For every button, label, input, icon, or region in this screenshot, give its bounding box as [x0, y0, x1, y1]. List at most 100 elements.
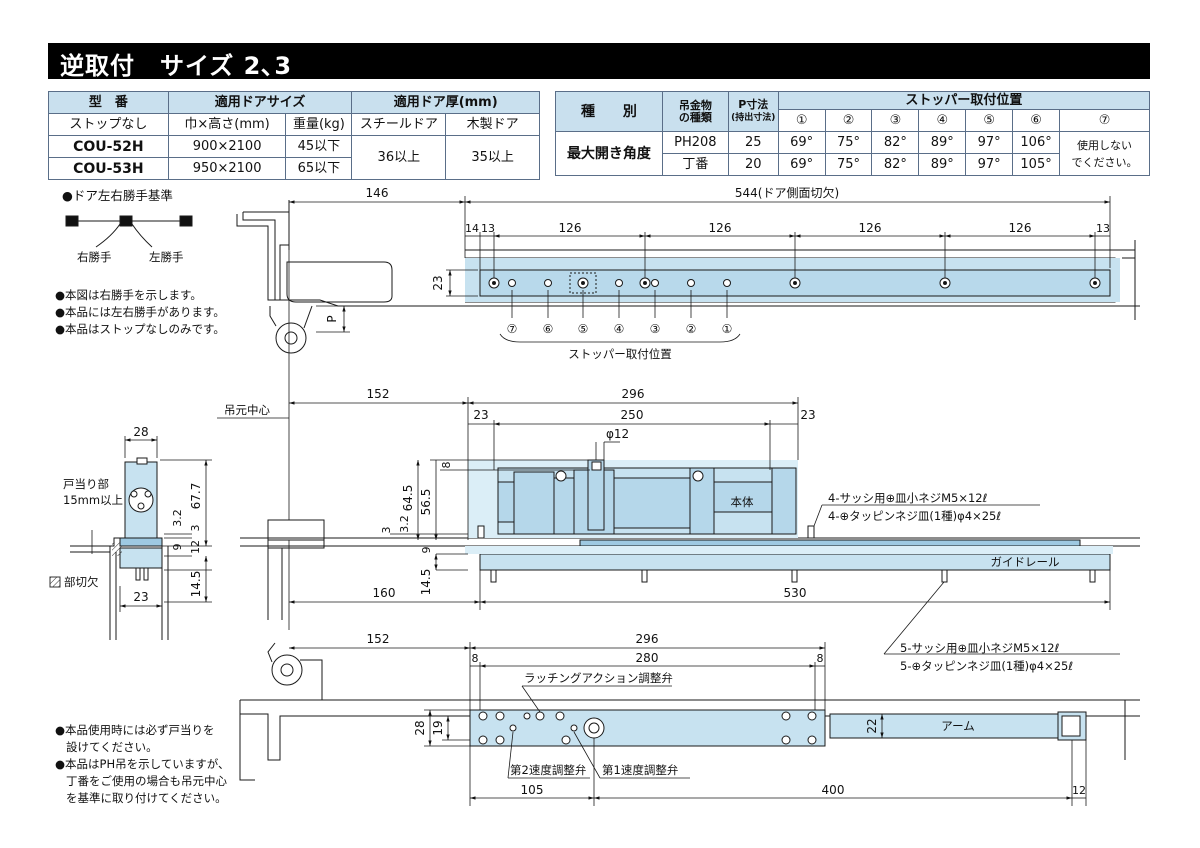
note-2: ●本品には左右勝手があります。 [55, 305, 225, 319]
dim-b-28: 28 [413, 720, 427, 735]
latching-valve-label: ラッチングアクション調整弁 [524, 671, 673, 685]
dim-146: 146 [366, 186, 389, 200]
th-door-size: 適用ドアサイズ [167, 91, 353, 114]
dim-p: P [325, 315, 339, 322]
bottom-view [239, 642, 1140, 781]
note-1: ●本図は右勝手を示します。 [55, 288, 202, 302]
dim-23b: 23 [800, 408, 815, 422]
dim-9: 9 [420, 547, 433, 554]
stop-part-label-2: 15mm以上 [63, 493, 123, 507]
dim-160: 160 [373, 586, 396, 600]
cell-angle: 82° [871, 131, 920, 154]
th-stopper: ストッパー取付位置 [777, 91, 1151, 110]
cell-stop: ストップなし [48, 113, 169, 136]
dim-14-5: 14.5 [419, 569, 433, 596]
stopper-num-7: ⑦ [507, 322, 518, 336]
screw-label-1: 4-サッシ用⊕皿小ネジM5×12ℓ [828, 491, 988, 505]
stop-part-label-1: 戸当り部 [63, 477, 109, 491]
cell-weight: 重量(kg) [285, 113, 353, 136]
cutout-label: 部切欠 [64, 575, 99, 589]
dim-126-4: 126 [1009, 221, 1032, 235]
th-hinge-line2: の種類 [678, 110, 712, 124]
dim-b-296: 296 [636, 632, 659, 646]
cell-size: 950×2100 [167, 157, 287, 180]
dim-152: 152 [367, 387, 390, 401]
th-kind: 種 別 [555, 91, 663, 132]
note-5b: 丁番をご使用の場合も吊元中心 [66, 774, 227, 788]
table-row: 最大開き角度 PH208 25 69° 75° 82° 89° 97° 106°… [555, 131, 1150, 176]
dim-296: 296 [622, 387, 645, 401]
stopper-position-label: ストッパー取付位置 [568, 347, 672, 361]
dim-sec-14-5: 14.5 [189, 571, 203, 598]
dim-250: 250 [621, 408, 644, 422]
dim-sec-9: 9 [171, 544, 184, 551]
dim-sec-3: 3 [189, 525, 202, 532]
table-row: 丁番 20 69° 75° 82° 89° 97° 105° [556, 153, 1150, 176]
cell-steel: スチールドア [351, 113, 447, 136]
dim-b-105: 105 [521, 783, 544, 797]
dim-14: 14 [465, 222, 479, 235]
stopper-num-5: ⑤ [578, 322, 589, 336]
th-p-line1: P寸法 [738, 98, 769, 111]
speed2-valve-label: 第2速度調整弁 [510, 763, 586, 777]
th-hinge-line1: 吊金物 [678, 98, 712, 112]
cell-p: 20 [727, 153, 779, 176]
dim-b-8b: 8 [817, 652, 824, 665]
stopper-num-2: ② [686, 322, 697, 336]
dim-b-19: 19 [431, 720, 445, 735]
cell-hinge: 丁番 [661, 153, 729, 176]
dim-13a: 13 [481, 222, 495, 235]
dim-23: 23 [431, 275, 445, 290]
dim-13b: 13 [1096, 222, 1110, 235]
th-p: P寸法 (持出寸法) [727, 91, 779, 132]
cell-angle: 75° [824, 131, 873, 154]
dim-3: 3 [380, 527, 393, 534]
dim-b-280: 280 [636, 651, 659, 665]
spec-table-stopper: 種 別 吊金物の種類 P寸法(持出寸法) ストッパー取付位置 ① ② ③ ④ ⑤… [555, 91, 1151, 176]
dim-b-152: 152 [367, 632, 390, 646]
dim-sec-3-2: 3.2 [171, 509, 184, 527]
dim-64-5: 64.5 [401, 485, 415, 512]
dim-sec-23: 23 [133, 590, 148, 604]
speed1-valve-label: 第1速度調整弁 [602, 763, 678, 777]
cell-pos7: 使用しないでください。 [1059, 131, 1150, 176]
dim-67-7: 67.7 [189, 483, 203, 510]
dim-b-12: 12 [1072, 784, 1086, 797]
hand-diagram [65, 215, 193, 248]
side-view [240, 250, 1140, 630]
screw-label-2: 4-⊕タッピンネジ皿(1種)φ4×25ℓ [828, 509, 1001, 523]
title-banner: 逆取付 サイズ 2､3 [48, 43, 1150, 80]
stopper-num-6: ⑥ [543, 322, 554, 336]
dim-56-5: 56.5 [419, 489, 433, 516]
screw-label-4: 5-⊕タッピンネジ皿(1種)φ4×25ℓ [900, 659, 1073, 673]
note-4: ●本品使用時には必ず戸当りを [55, 723, 215, 737]
cell-angle: 75° [824, 153, 873, 176]
cell-max-angle: 最大開き角度 [555, 131, 663, 176]
guide-rail-label: ガイドレール [991, 555, 1060, 569]
cell-weight-value: 65以下 [285, 157, 353, 180]
stopper-num-3: ③ [650, 322, 661, 336]
cell-wood: 木製ドア [445, 113, 540, 136]
cell-angle: 89° [918, 153, 967, 176]
cell-pos7-line2: でください。 [1071, 155, 1138, 169]
cell-steel-value: 36以上 [351, 135, 447, 180]
body-label: 本体 [731, 495, 754, 509]
arm-label: アーム [941, 719, 974, 733]
dim-sec-12: 12 [189, 540, 202, 554]
dim-b-22: 22 [865, 718, 879, 733]
stopper-num-1: ① [722, 322, 733, 336]
cell-model: COU-53H [48, 157, 169, 180]
dim-530: 530 [784, 586, 807, 600]
cell-wood-value: 35以上 [445, 135, 540, 180]
page-title: 逆取付 サイズ 2､3 [60, 52, 293, 80]
left-hand-label: 左勝手 [149, 250, 184, 264]
note-5c: を基準に取り付けてください。 [66, 791, 227, 805]
cell-angle: 82° [871, 153, 920, 176]
cell-angle: 89° [918, 131, 967, 154]
dim-544: 544(ドア側面切欠) [735, 185, 839, 200]
spec-table-door: 型 番 適用ドアサイズ 適用ドア厚(mm) ストップなし 巾×高さ(mm) 重量… [48, 91, 540, 180]
right-hand-label: 右勝手 [77, 250, 112, 264]
note-5: ●本品はPH吊を示していますが、 [55, 757, 230, 771]
th-p-line2: (持出寸法) [731, 113, 776, 123]
